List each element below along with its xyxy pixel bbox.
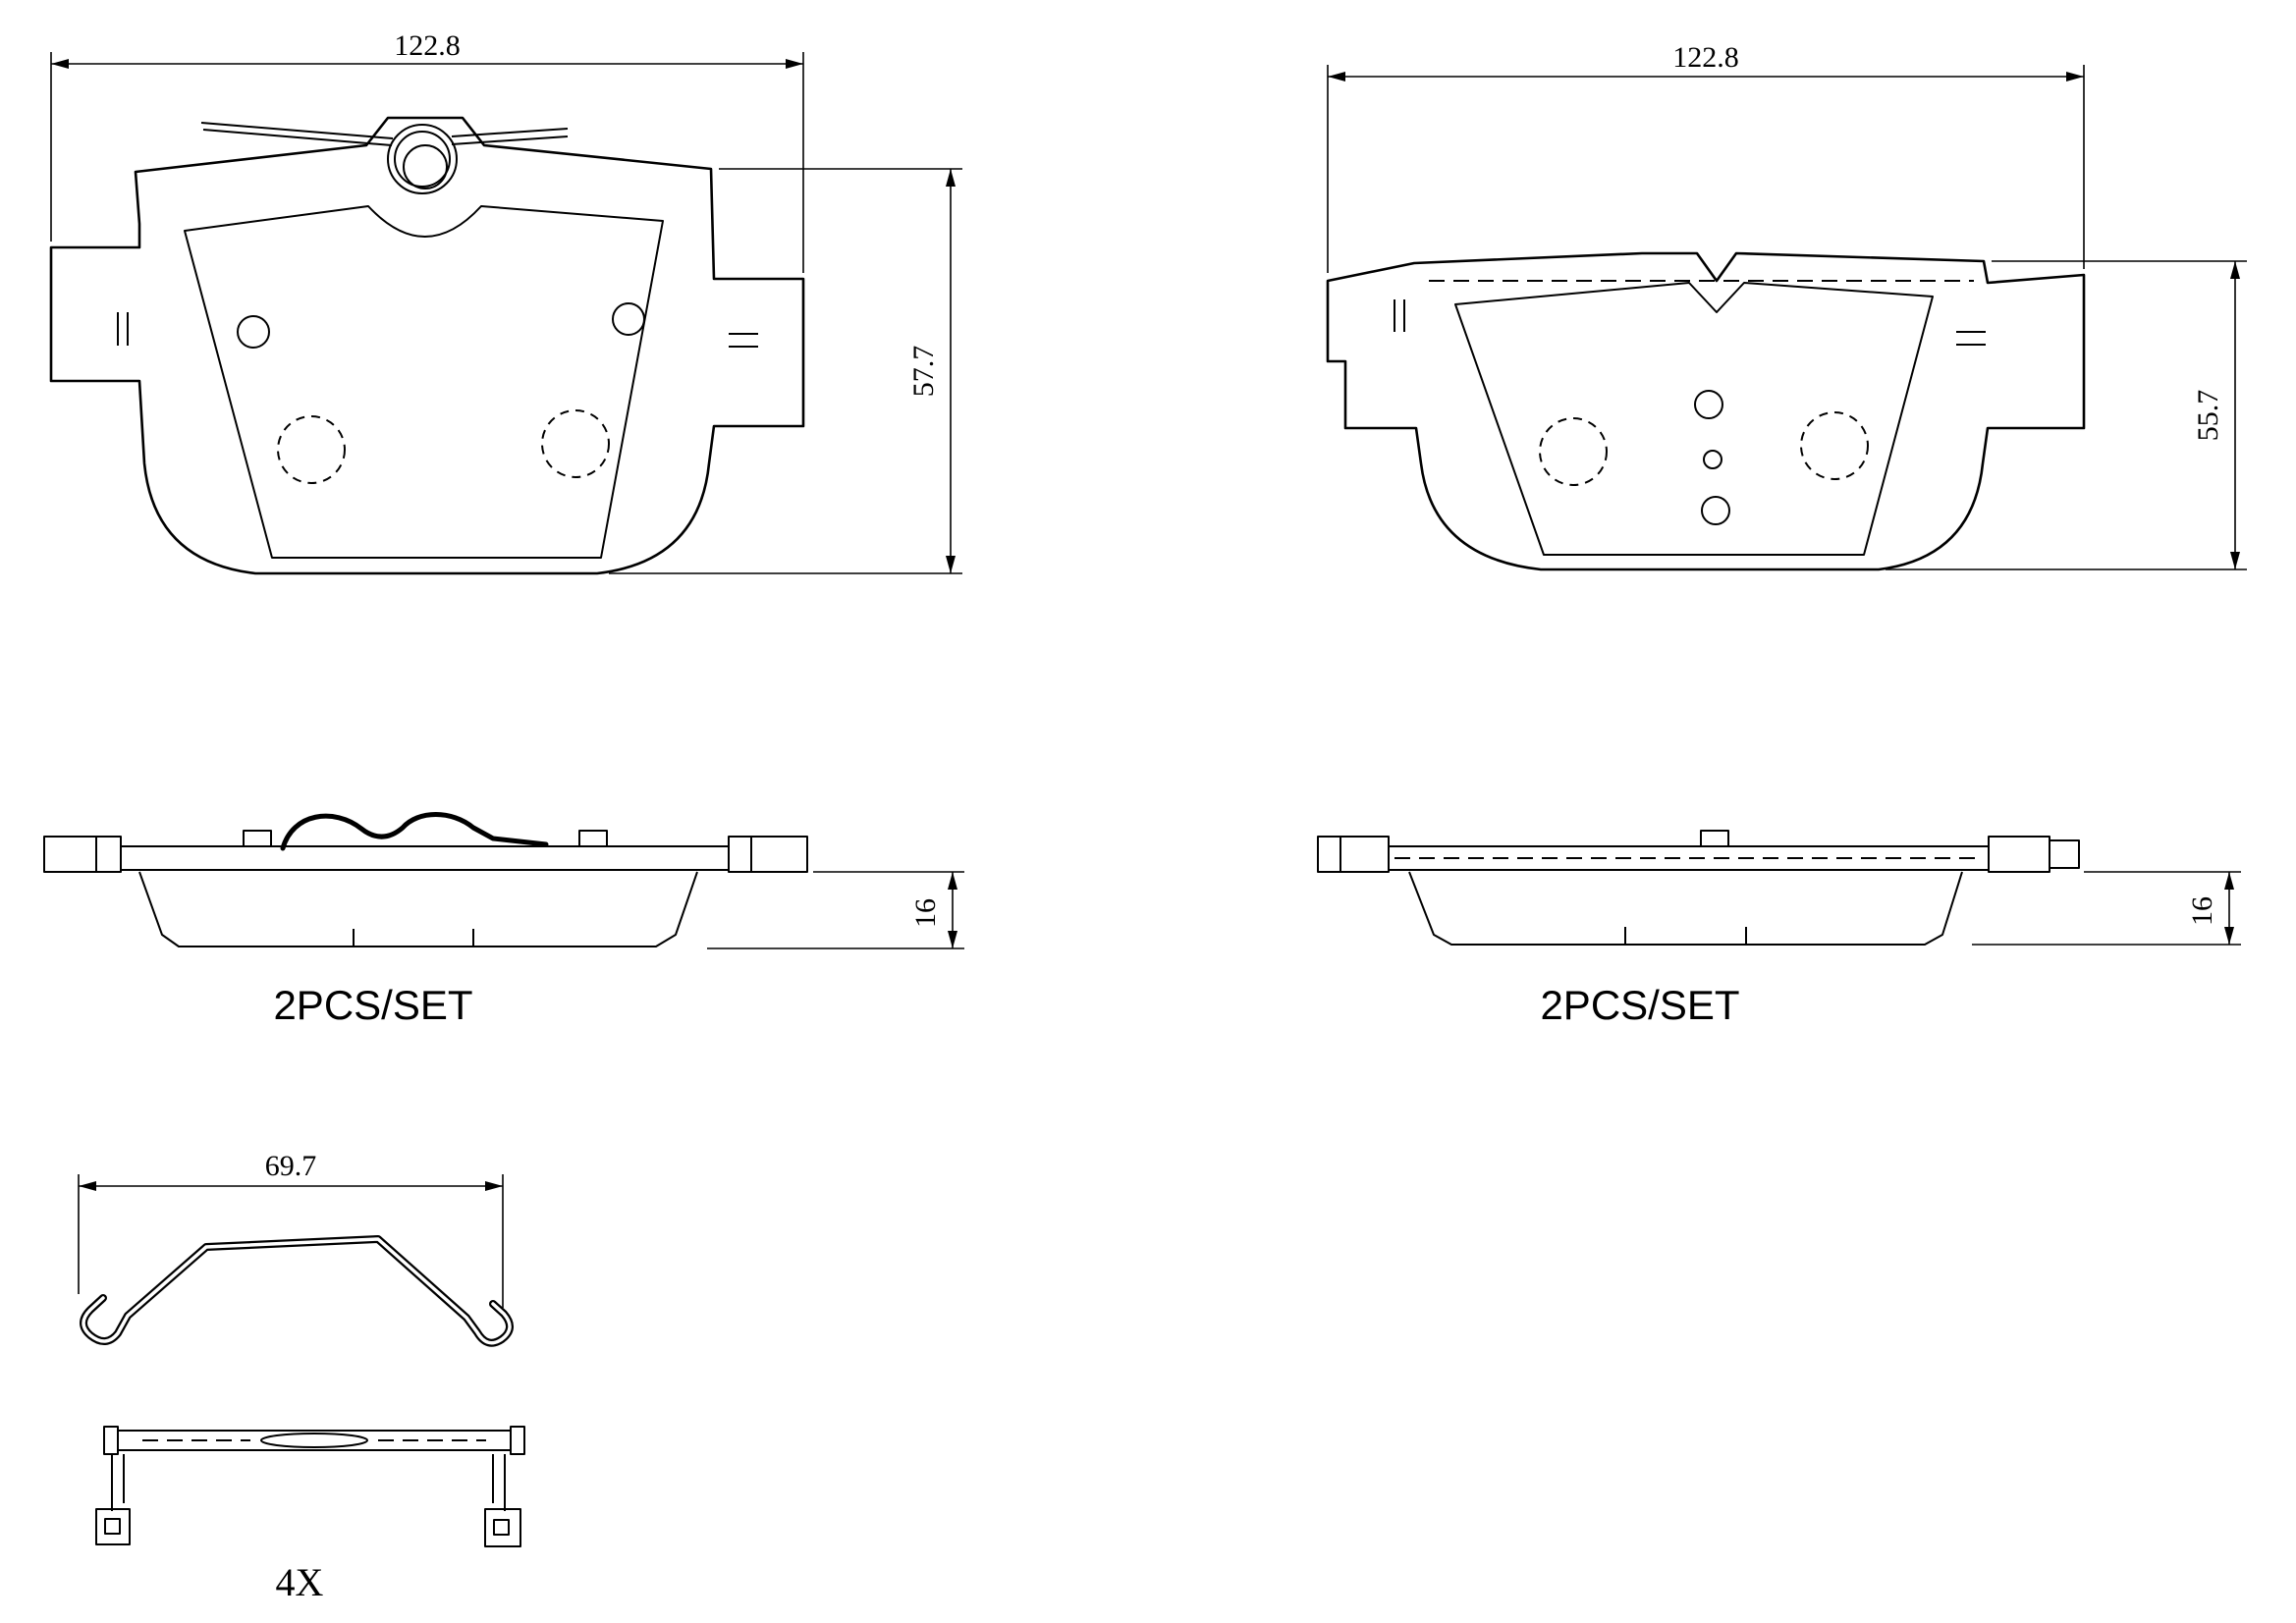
height-dimension-label: 57.7 [907,346,940,398]
friction-pad-outline [184,205,664,559]
width-dimension: 122.8 [50,29,804,273]
backing-plate-edge [43,830,808,873]
backing-plate-outline [1326,251,2086,571]
clip-quantity-label: 4X [276,1560,324,1604]
height-dimension-label: 55.7 [2192,390,2224,442]
spring-clip-view: 69.7 [78,1150,514,1347]
spring-clip-wire [80,1235,514,1347]
height-dimension: 57.7 [609,168,962,574]
pad-front-view-left: 122.8 57.7 [49,29,962,575]
friction-pad-edge [138,871,698,947]
height-dimension: 55.7 [1886,260,2247,570]
retainer-clip-view: 4X [95,1426,525,1604]
width-dimension-label: 122.8 [1672,41,1739,74]
mounting-holes [237,144,645,484]
width-dimension: 122.8 [1327,41,2085,273]
wear-indicator-spring [200,122,569,194]
backing-plate-edge [1317,830,2080,873]
wear-indicator-spring-edge [280,812,549,851]
thickness-dimension-label: 16 [909,898,942,928]
set-quantity-label: 2PCS/SET [1540,982,1739,1028]
clip-width-dimension: 69.7 [78,1150,504,1308]
width-dimension-label: 122.8 [394,29,461,62]
pad-front-view-right: 122.8 55.7 [1326,41,2247,571]
clip-width-dimension-label: 69.7 [265,1150,317,1182]
thickness-dimension-label: 16 [2186,896,2218,926]
mounting-holes [1539,390,1869,525]
thickness-dimension: 16 [707,871,964,949]
pad-edge-view-left: 16 2PCS/SET [43,812,964,1028]
pad-edge-view-right: 16 2PCS/SET [1317,830,2241,1028]
retainer-clip-body [95,1426,525,1547]
backing-plate-outline [49,116,805,575]
friction-pad-outline [1454,282,1934,556]
thickness-dimension: 16 [1972,871,2241,946]
set-quantity-label: 2PCS/SET [273,982,472,1028]
friction-pad-edge [1408,871,1963,946]
